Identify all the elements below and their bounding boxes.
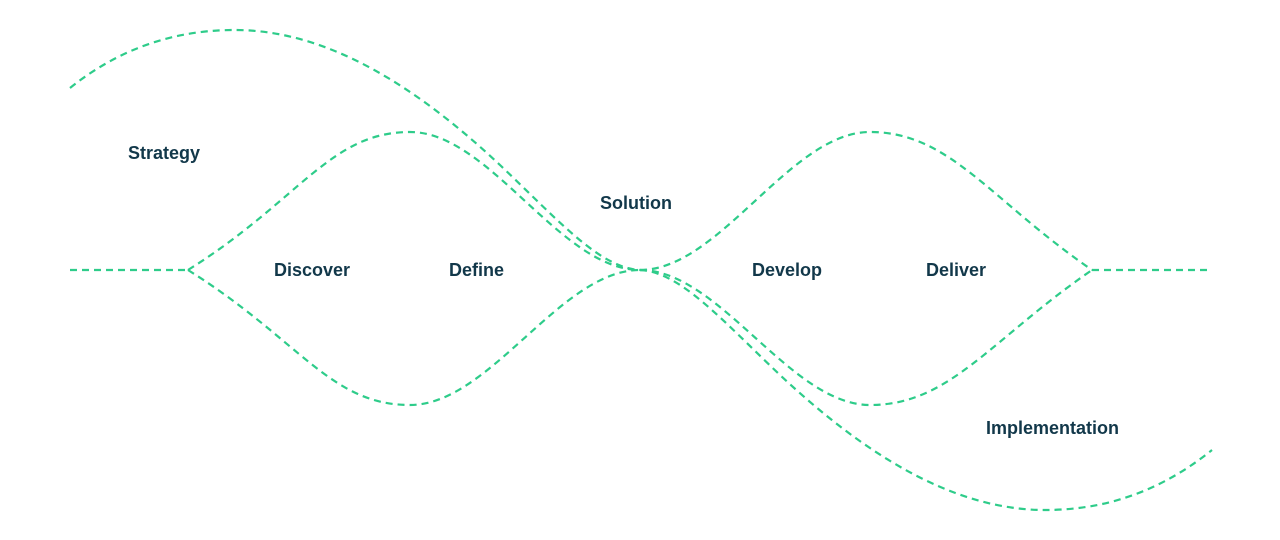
second-diamond-lower-curve (639, 268, 1093, 407)
strategy-arc (69, 28, 641, 272)
implementation-arc (639, 268, 1213, 512)
implementation-label: Implementation (986, 418, 1120, 438)
first-diamond-lower-curve (187, 268, 641, 407)
strategy-label: Strategy (128, 143, 201, 163)
deliver-label: Deliver (926, 260, 987, 280)
second-diamond-upper-curve (639, 130, 1093, 272)
discover-label: Discover (274, 260, 351, 280)
define-label: Define (449, 260, 505, 280)
first-diamond-upper-curve (187, 130, 641, 272)
develop-label: Develop (752, 260, 823, 280)
solution-label: Solution (600, 193, 672, 213)
